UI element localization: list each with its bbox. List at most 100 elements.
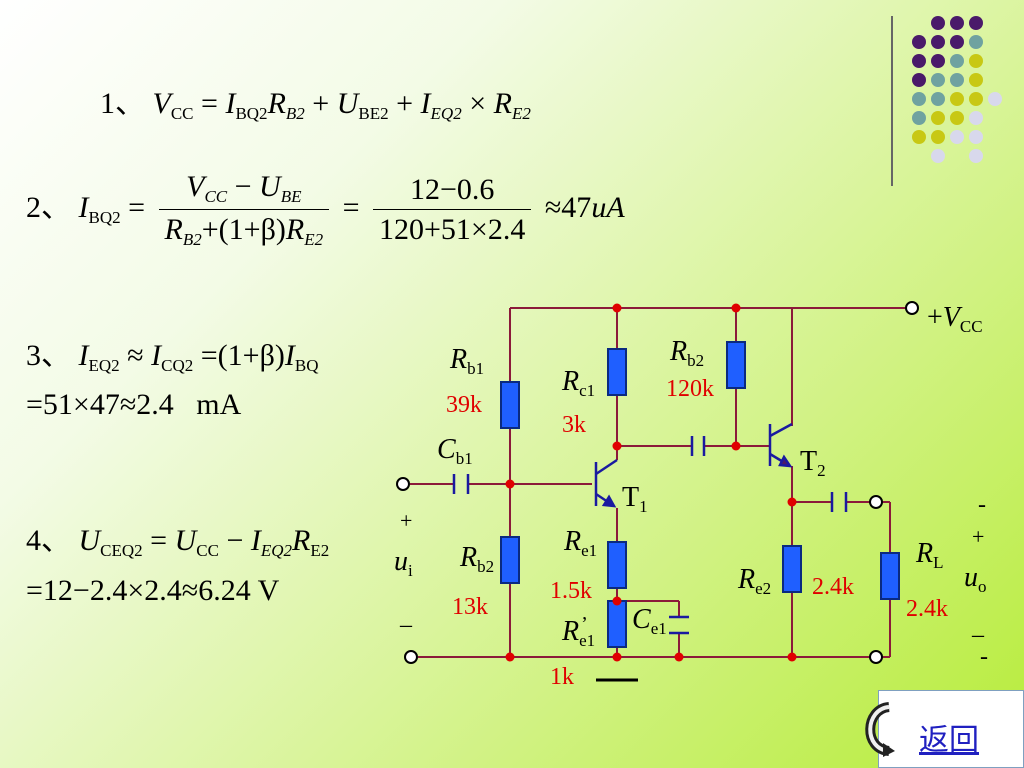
decorative-dot [969,16,983,30]
eq4-u2: U [174,524,197,557]
circuit-nodes [505,303,797,662]
decorative-dot [912,35,926,49]
decorative-dot [912,92,926,106]
eq3-i: I [78,339,89,372]
label-t2: T2 [800,446,826,480]
eq4-u: U [78,524,101,557]
decorative-dot [931,130,945,144]
eq2-i: I [78,190,89,224]
decorative-dot [950,35,964,49]
decorative-dot [950,111,964,125]
transistor-t1-symbol [594,458,618,508]
decorative-dot [912,130,926,144]
input-voltage-label: ui [394,546,413,580]
resistor-re2 [782,545,802,593]
eq2-unit: uA [591,190,625,224]
label-cb1: Cb1 [437,434,473,468]
equation-4: 4、 UCEQ2 = UCC − IEQ2RE2 [26,515,329,561]
decorative-dot [950,54,964,68]
back-button-label[interactable]: 返回 [919,723,979,758]
value-re1: 1.5k [550,578,592,604]
decorative-dot [969,35,983,49]
value-rb2-top: 120k [666,376,714,402]
value-rl: 2.4k [906,596,948,622]
label-ce1: Ce1 [632,604,667,638]
input-minus: – [399,612,413,638]
equation-3: 3、 IEQ2 ≈ ICQ2 =(1+β)IBQ [26,330,318,376]
label-rc1: Rc1 [561,366,595,400]
eq4-i-sub: EQ2 [260,541,293,560]
terminal-input-ground [404,650,418,664]
vcc-label: +VCC [927,302,983,336]
eq1-equals: = [201,87,226,120]
eq2-re: R [285,213,305,246]
decorative-dot [969,149,983,163]
decorative-dot [931,111,945,125]
eq1-r2-sub: E2 [511,104,531,123]
eq1-u-sub: BE2 [358,104,389,123]
eq2-v-sub: CC [204,187,228,206]
value-re1-prime: 1k [550,664,574,690]
eq1-i2-sub: EQ2 [430,104,462,123]
eq4-u-sub: CEQ2 [100,541,143,560]
output-voltage-label: uo [964,562,987,596]
eq4-u2-sub: CC [196,541,219,560]
decorative-dot [931,54,945,68]
decorative-dot [950,130,964,144]
decorative-dot [969,92,983,106]
label-re2: Re2 [737,564,771,598]
eq4-minus: − [226,524,251,557]
eq2-frac1-num: VCC − UBE [186,170,302,206]
eq2-frac2-den: 120+51×2.4 [373,209,532,247]
eq4-number: 4、 [26,524,71,557]
eq3-approx: ≈ [127,339,152,372]
resistor-rb2-bottom [500,536,520,584]
eq3-i2: I [151,339,162,372]
eq2-v: V [186,170,205,203]
eq4-i: I [250,524,261,557]
decorative-divider [891,16,893,186]
terminal-output-ground [869,650,883,664]
eq2-frac2-num: 12−0.6 [409,173,495,206]
value-rb1: 39k [446,392,482,418]
eq1-i-sub: BQ2 [235,104,268,123]
eq1-r-sub: B2 [285,104,305,123]
eq2-equals1: = [128,190,153,224]
value-rb2-bottom: 13k [452,594,488,620]
eq3-i3: I [284,339,295,372]
decorative-dot [931,16,945,30]
eq4-equals: = [150,524,175,557]
resistor-rc1 [607,348,627,396]
equation-4-line-2: =12−2.4×2.4≈6.24 V [26,574,280,607]
equation-1: 1、 VCC = IBQ2RB2 + UBE2 + IEQ2 × RE2 [100,78,531,124]
eq3-number: 3、 [26,339,71,372]
eq1-times: × [469,87,494,120]
eq3-i2-sub: CQ2 [161,356,194,375]
eq1-plus2: + [396,87,421,120]
value-re2: 2.4k [812,574,854,600]
label-re1-prime: Re1’ [561,613,595,650]
eq2-fraction-2: 12−0.6 120+51×2.4 [373,173,532,247]
eq1-r2: R [493,87,512,120]
decorative-dot [969,73,983,87]
terminals [396,301,919,664]
decorative-dot [931,73,945,87]
resistor-rb2-top [726,341,746,389]
back-button[interactable]: 返回 [865,690,1024,768]
eq4-r: R [292,524,311,557]
label-t1: T1 [622,482,648,516]
decorative-dot [950,16,964,30]
eq4-r-sub: E2 [310,541,330,560]
output-dash-top: - [978,492,986,518]
label-rb1: Rb1 [449,344,484,378]
value-rc1: 3k [562,412,586,438]
eq1-vcc: V [152,87,171,120]
label-rb2-top: Rb2 [669,336,704,370]
eq1-i2: I [420,87,431,120]
decorative-dot [912,54,926,68]
eq3-i-sub: EQ2 [88,356,120,375]
eq2-u-sub: BE [280,187,302,206]
decorative-dot [931,92,945,106]
label-re1: Re1 [563,526,597,560]
